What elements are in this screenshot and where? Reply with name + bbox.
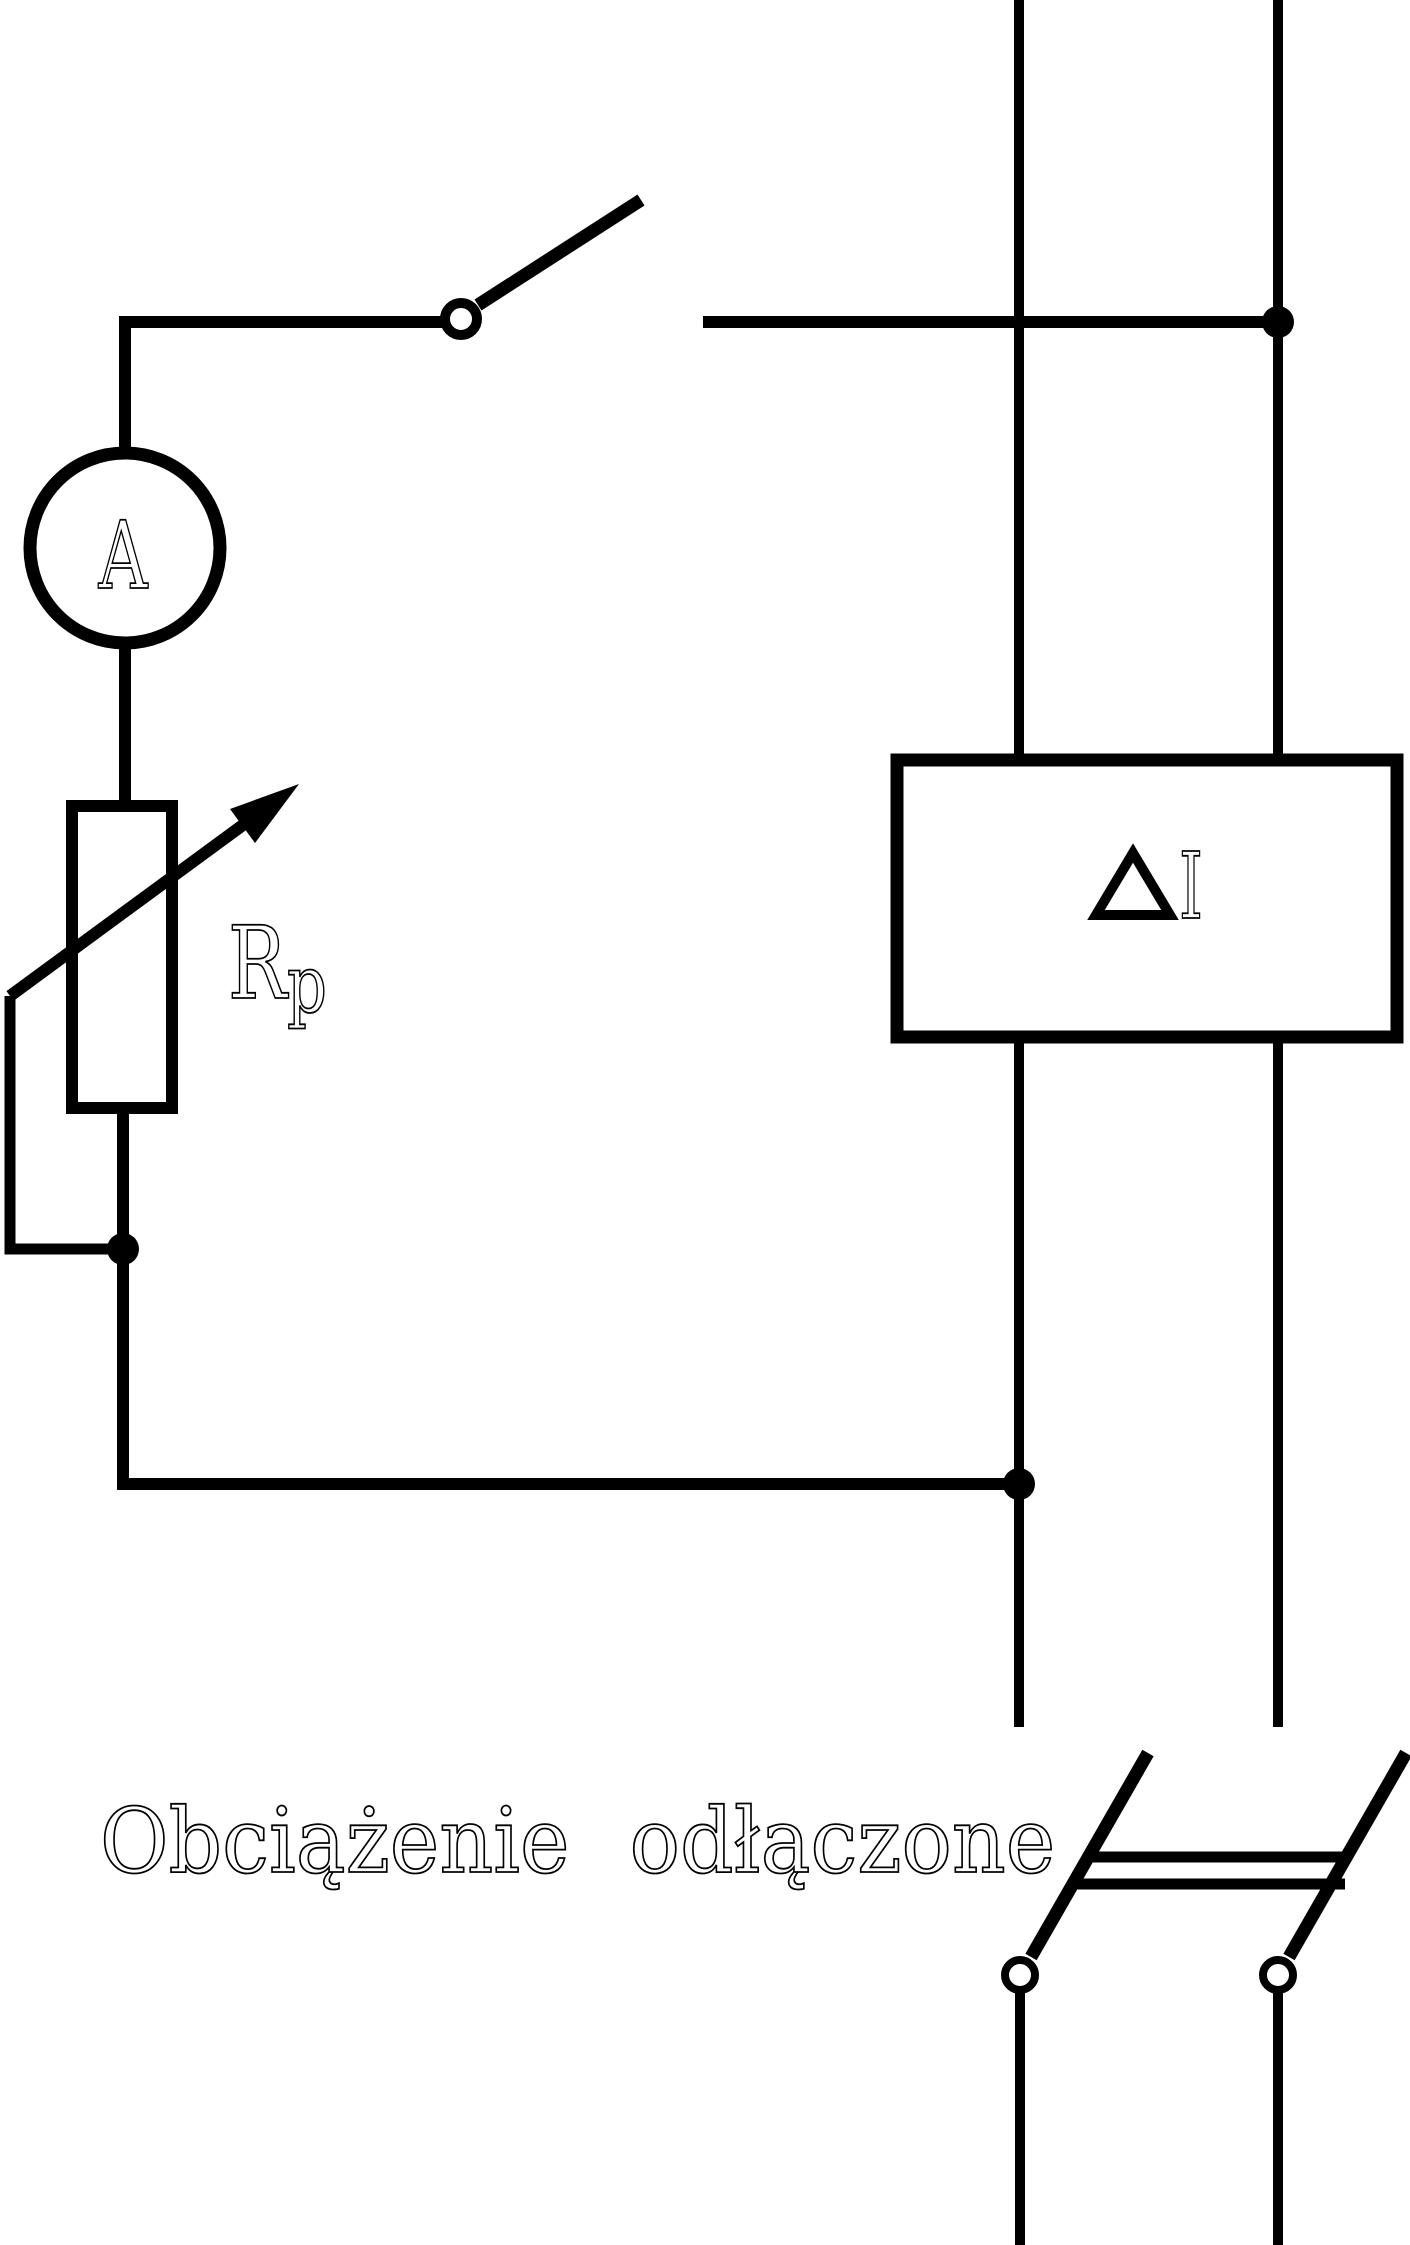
delta-triangle-icon: [1087, 843, 1179, 920]
bottom-return-wire: [117, 1106, 1023, 1490]
bottom-switch-lever-right: [1283, 1749, 1410, 1961]
resistor-body: [66, 800, 178, 1114]
ammeter-branch-top-wire: [119, 316, 444, 455]
bottom-switch-pivot-right: [1259, 1956, 1297, 1994]
top-switch-pivot: [440, 298, 482, 340]
rcd-box: [890, 753, 1404, 1044]
rheostat-bypass-wire: [4, 996, 120, 1255]
junction-dot-bottom: [1003, 1468, 1035, 1500]
caption-text: Obciążenie odłączone: [100, 1789, 1055, 1894]
junction-dot-top-right: [1262, 306, 1294, 338]
junction-dot-bypass: [107, 1233, 139, 1265]
rheostat-arrow-head: [230, 784, 299, 843]
ammeter-label: A: [98, 502, 148, 611]
rheostat-arrow-shaft: [6, 817, 251, 1001]
rheostat-label-main: R: [228, 907, 289, 1023]
top-switch-lever: [474, 194, 645, 311]
ammeter-circle: [23, 446, 227, 650]
rcd-letter: I: [1179, 834, 1203, 940]
rheostat-label-sub: p: [287, 937, 327, 1031]
bottom-switch-pivot-left: [1001, 1956, 1039, 1994]
